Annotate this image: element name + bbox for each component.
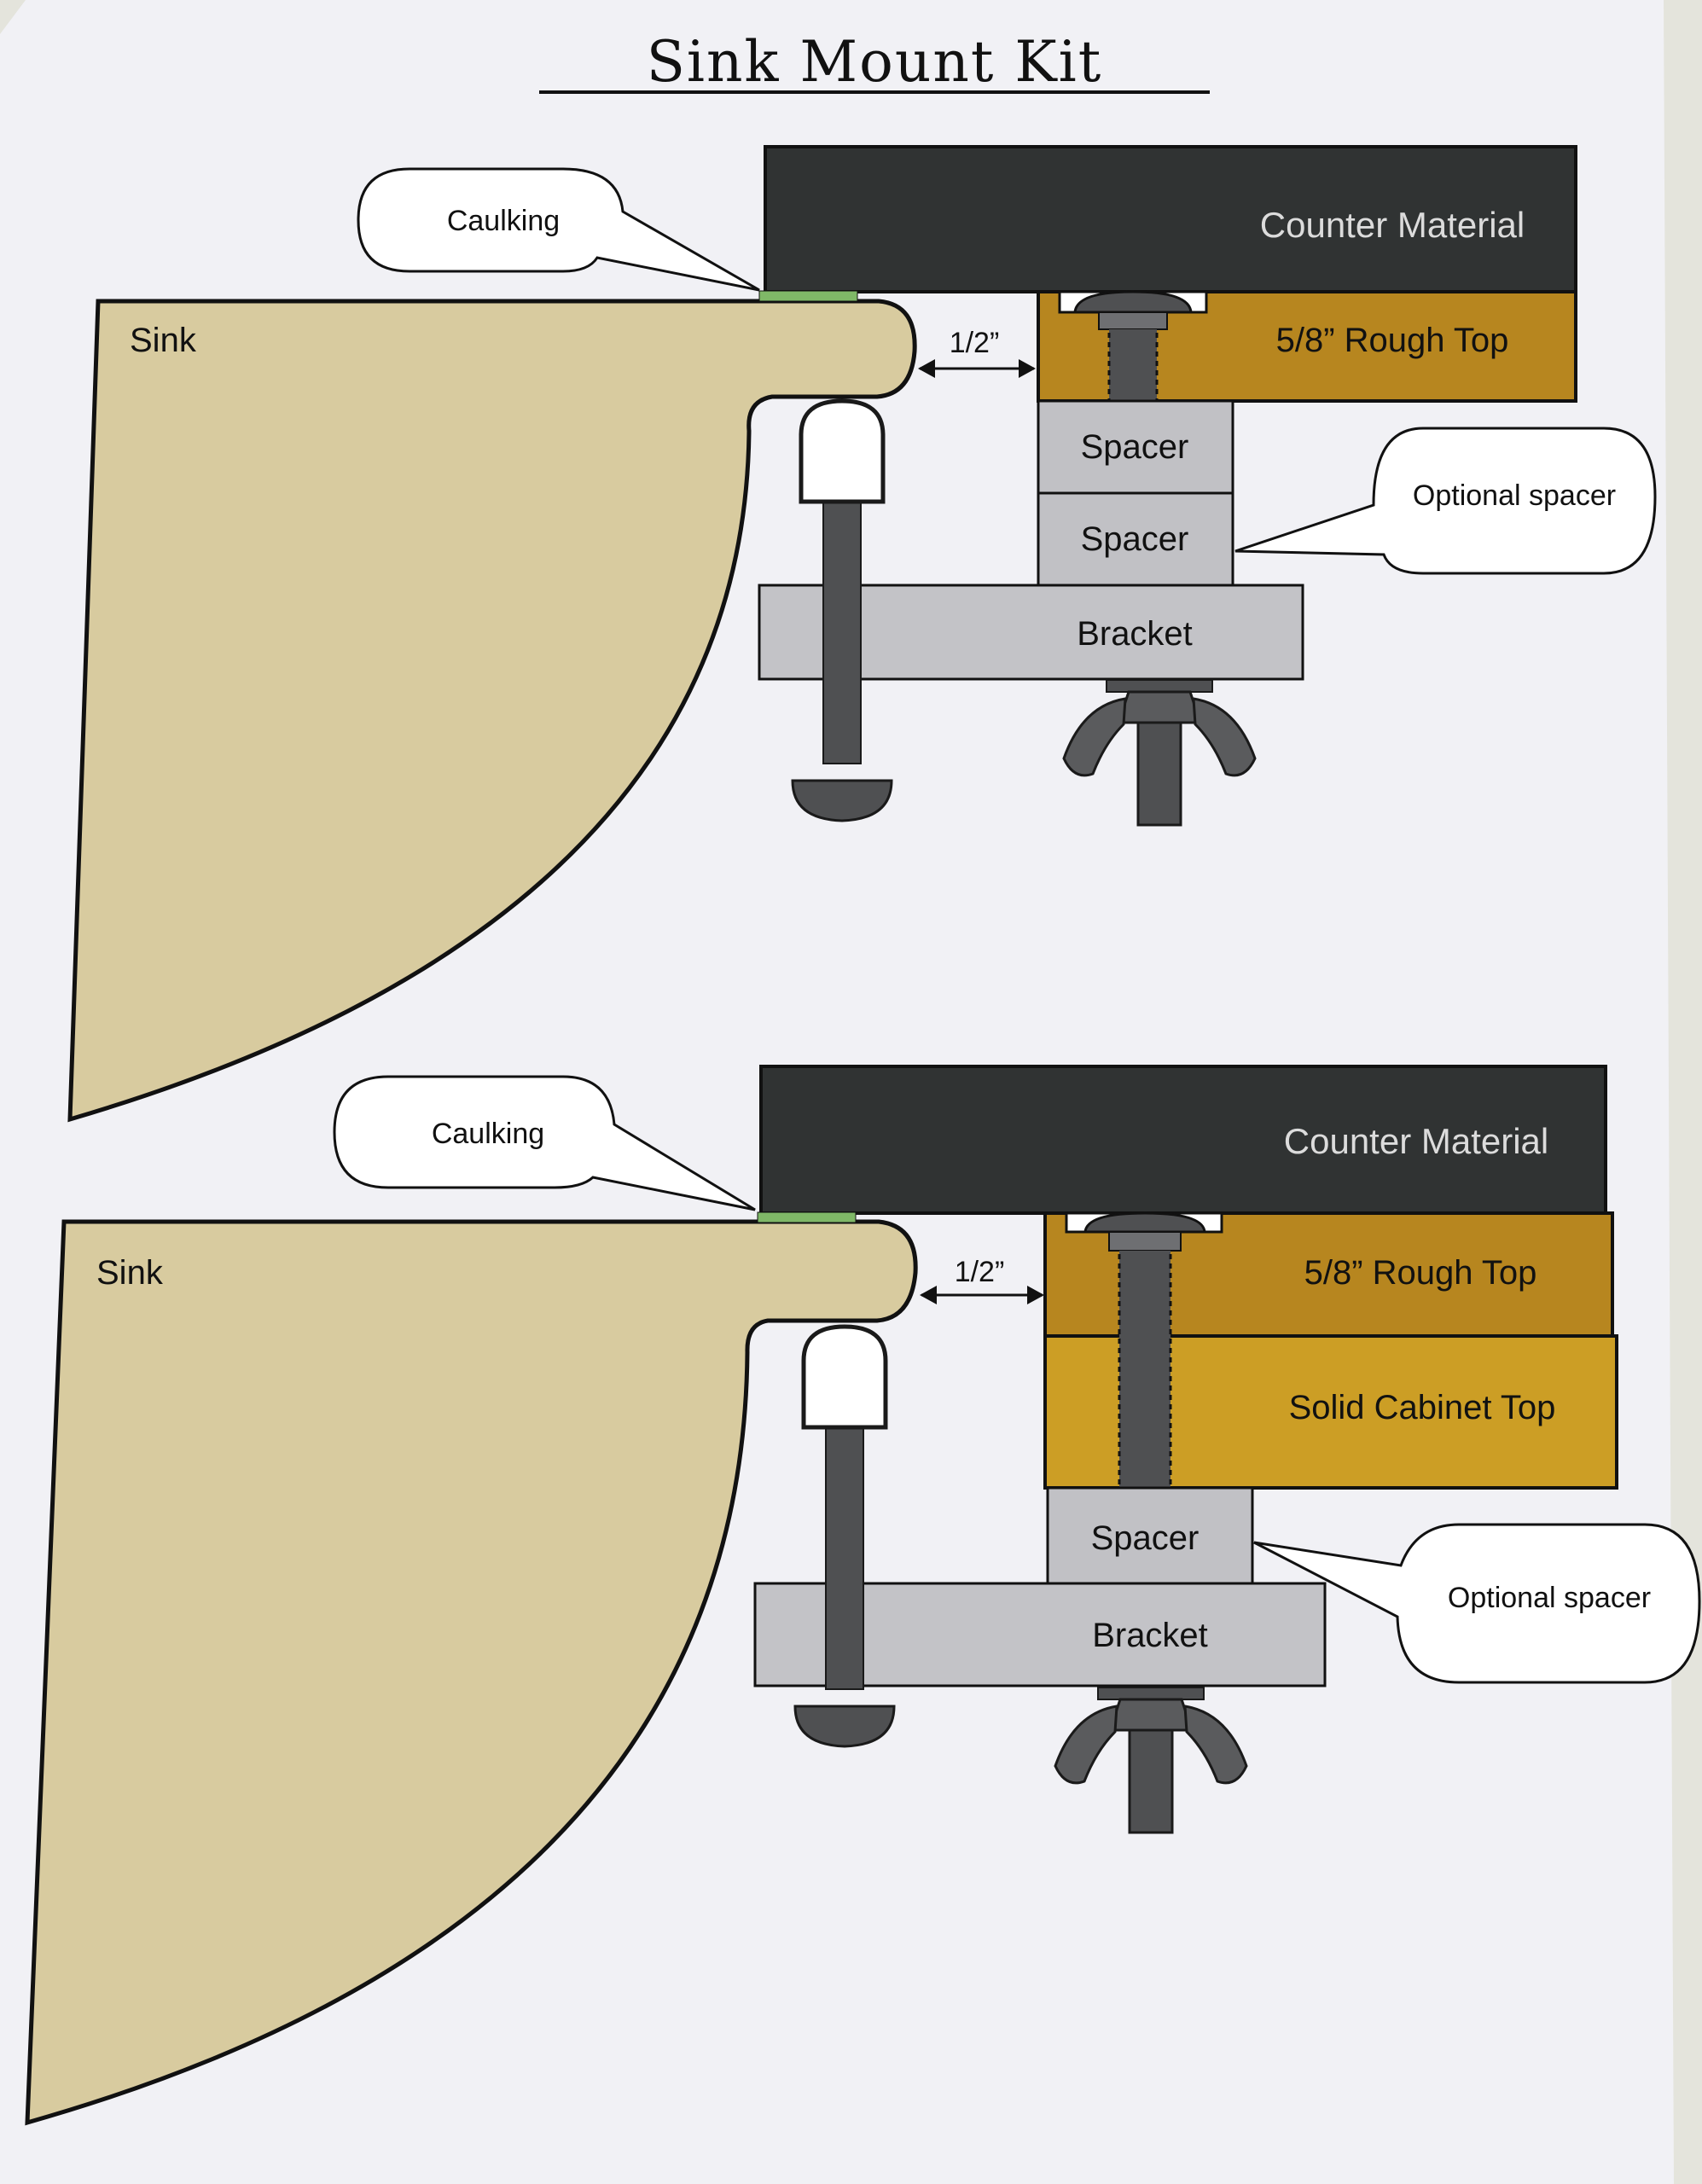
gap-label: 1/2” <box>950 327 1000 359</box>
counter-material <box>764 145 1577 293</box>
arrow-right-icon <box>1019 359 1036 378</box>
optional-spacer-label: Optional spacer <box>1413 479 1616 512</box>
arrow-right-icon <box>1027 1286 1044 1304</box>
bolt-collar <box>1098 311 1168 330</box>
optional-spacer-callout <box>1234 427 1657 575</box>
caulking-callout <box>333 1075 756 1211</box>
carriage-bolt-head <box>1083 1211 1206 1234</box>
caulk-bead <box>758 290 858 302</box>
sink-label: Sink <box>96 1254 164 1292</box>
spacer-2 <box>1037 491 1234 587</box>
arrow-left-icon <box>918 359 935 378</box>
spacer-2-label: Spacer <box>1081 520 1189 558</box>
counter-material-label: Counter Material <box>1284 1121 1548 1161</box>
spacer-1-label: Spacer <box>1081 428 1189 466</box>
arrow-left-icon <box>920 1286 937 1304</box>
optional-spacer-label: Optional spacer <box>1448 1582 1651 1614</box>
optional-spacer-callout <box>1253 1523 1701 1684</box>
sink-label: Sink <box>130 322 197 359</box>
counter-material <box>759 1065 1607 1215</box>
sink-shape <box>67 299 917 1123</box>
page-title: Sink Mount Kit <box>647 29 1103 95</box>
bolt-shank <box>1109 329 1157 401</box>
diagram-bottom: Sink Counter Material 5/8” Rough Top Sol… <box>25 1065 1701 2126</box>
bolt-shank <box>1119 1251 1170 1488</box>
spacer-1-label: Spacer <box>1091 1519 1200 1557</box>
bolt-collar <box>1108 1231 1182 1252</box>
spacer-1 <box>1046 1486 1254 1585</box>
caulk-bead <box>757 1211 857 1223</box>
spacer-1 <box>1037 399 1234 495</box>
carriage-bolt-head <box>1073 290 1193 314</box>
sink-shape <box>25 1219 918 2126</box>
cabinet-top-label: Solid Cabinet Top <box>1289 1389 1556 1426</box>
diagram-top: Sink Counter Material 5/8” Rough Top Spa… <box>67 145 1657 1123</box>
caulking-callout <box>357 167 760 292</box>
bracket-label: Bracket <box>1077 615 1193 653</box>
caulking-label: Caulking <box>447 205 560 237</box>
counter-material-label: Counter Material <box>1260 205 1525 245</box>
caulking-label: Caulking <box>432 1118 544 1150</box>
rough-top-label: 5/8” Rough Top <box>1276 322 1509 359</box>
gap-label: 1/2” <box>955 1256 1005 1288</box>
rough-top-label: 5/8” Rough Top <box>1304 1254 1537 1292</box>
bracket-label: Bracket <box>1092 1617 1208 1654</box>
